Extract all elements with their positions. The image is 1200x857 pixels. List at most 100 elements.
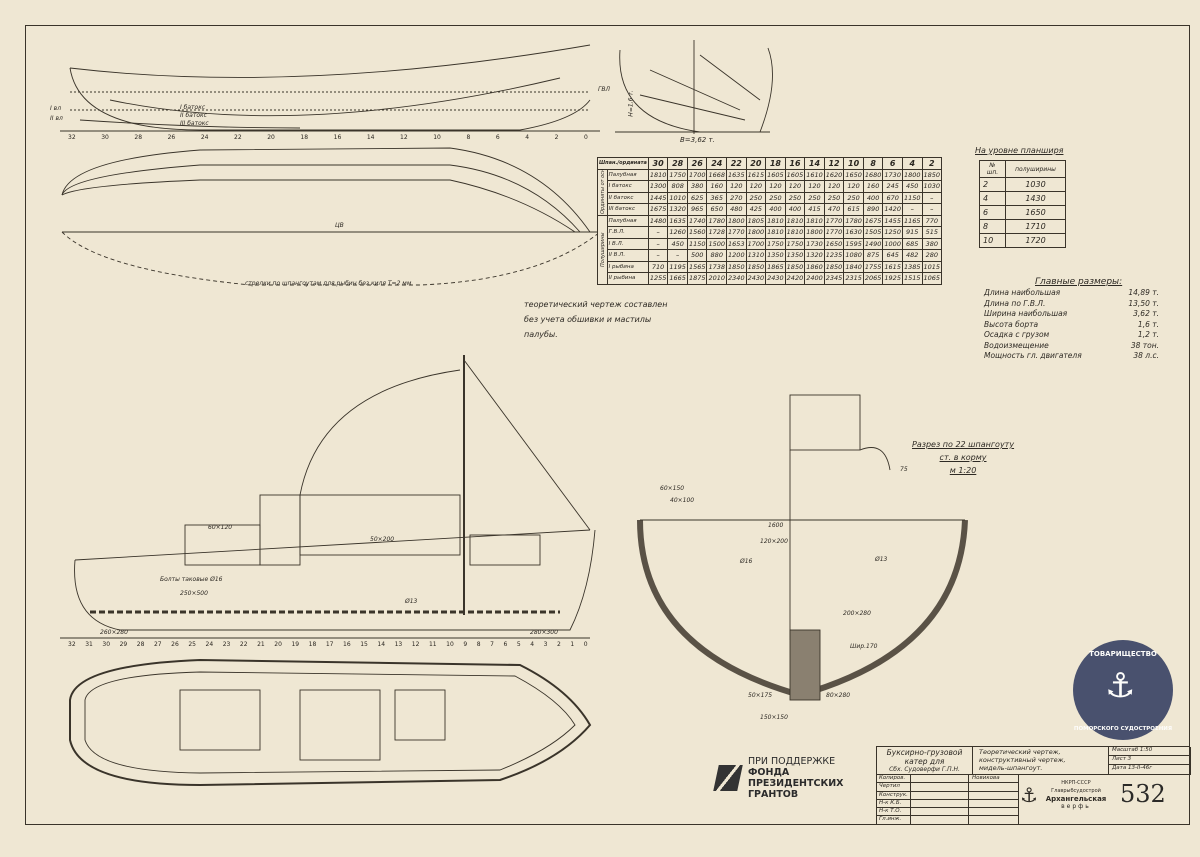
offset-cell: 400 — [784, 203, 806, 216]
signature-cell — [911, 783, 969, 792]
anchor-icon: ⚓ — [1105, 666, 1136, 706]
lines-label-gvl: ГВЛ — [598, 86, 610, 93]
sponsor-text: ФОНДА — [748, 767, 790, 778]
offset-cell: 1770 — [823, 226, 845, 239]
offset-cell: 2065 — [862, 272, 884, 285]
offset-cell: 1560 — [686, 226, 708, 239]
offset-cell: 1015 — [921, 260, 943, 273]
station-number: 32 — [68, 134, 76, 141]
planking-cell: 1720 — [1005, 233, 1066, 248]
section-title-line: ст. в корму — [939, 453, 987, 462]
station-number: 4 — [525, 134, 530, 141]
role-label: Чертил — [877, 783, 911, 792]
offset-cell: 1080 — [843, 249, 864, 262]
offset-cell: 425 — [745, 203, 767, 216]
lines-label-height: Н=1,6 т. — [627, 90, 635, 117]
section-label-f: Ø16 — [740, 558, 753, 565]
title-block: Буксирно-грузовой катер для Сбх. Судовер… — [876, 746, 1191, 825]
org-line: Архангельская — [1045, 795, 1107, 803]
offset-cell: 1620 — [823, 168, 845, 181]
offset-cell: 1300 — [647, 180, 669, 193]
offset-cell: 1165 — [901, 214, 923, 227]
vessel-name: Буксирно-грузовой катер для Сбх. Судовер… — [877, 747, 973, 775]
offset-cell: 120 — [726, 180, 747, 193]
planking-cell: 4 — [979, 191, 1006, 206]
dimension-label: Высота борта — [984, 319, 1039, 329]
offset-cell: 470 — [823, 203, 845, 216]
signature-row: Н-к Т.О. — [877, 808, 1019, 817]
org-logo: НКРП-СССР Главрыбсудострой Архангельская… — [1043, 779, 1109, 811]
offset-cell: 1310 — [745, 249, 767, 262]
offset-cell: 1810 — [784, 214, 806, 227]
station-number: 2 — [556, 641, 561, 648]
note-line: без учета обшивки и мастилы — [524, 315, 652, 324]
row-label: I рыбина — [606, 260, 649, 273]
station-number: 17 — [325, 641, 334, 648]
lines-label-breadth: В=3,62 т. — [680, 136, 715, 144]
signature-row: Конструк. — [877, 791, 1019, 800]
dimension-value: 3,62 т. — [1133, 309, 1159, 318]
station-number: 23 — [222, 641, 231, 648]
contents-line: Теоретический чертеж, — [979, 748, 1061, 756]
dimension-value: 13,50 т. — [1128, 298, 1159, 308]
offset-cell: 1730 — [804, 237, 825, 250]
body-plan — [615, 40, 773, 134]
group-label: Полуширины — [597, 215, 608, 284]
offset-cell: 2420 — [784, 272, 806, 285]
offset-cell: 1805 — [745, 214, 767, 227]
offset-cell: 1700 — [686, 168, 708, 181]
role-label: Н-к Т.О. — [877, 808, 911, 817]
offset-cell: 1615 — [882, 260, 903, 273]
sheet-number: 532 — [1120, 780, 1166, 808]
drawing-border — [25, 25, 1190, 825]
station-number: 10 — [433, 134, 441, 141]
stamp-text: ТОВАРИЩЕСТВО — [1089, 650, 1157, 658]
offset-cell: 250 — [843, 191, 864, 204]
offset-cell: 500 — [686, 249, 708, 262]
vessel-line: катер для — [904, 756, 945, 766]
offset-cell: 1810 — [765, 214, 786, 227]
offset-cell: – — [647, 249, 669, 262]
dimension-value: 1,2 т. — [1137, 330, 1159, 339]
offset-cell: 1605 — [765, 168, 786, 181]
offset-cell: 1850 — [823, 260, 845, 273]
station-number: 26 — [167, 134, 176, 141]
date: Дата 13-II-46г — [1109, 765, 1191, 775]
profile-label-e: 280×300 — [530, 629, 558, 636]
station-header: 16 — [784, 157, 806, 170]
offset-cell: 1865 — [765, 260, 786, 273]
section-label-i: 50×175 — [748, 692, 773, 699]
offset-cell: 1750 — [765, 237, 786, 250]
dimension-row: Длина по Г.В.Л.13,50 т. — [984, 299, 1159, 310]
station-header: 14 — [804, 157, 825, 170]
section-label-b: 40×100 — [670, 497, 695, 504]
section-label-k: 75 — [900, 466, 908, 473]
offset-cell: 515 — [921, 226, 943, 239]
station-number: 19 — [291, 641, 300, 648]
section-label-a: 60×150 — [660, 485, 685, 492]
offset-cell: 1500 — [706, 237, 728, 250]
dimension-value: 14,89 т. — [1128, 288, 1159, 297]
lines-label-b3: III батокс — [180, 120, 209, 127]
signature-cell — [911, 816, 969, 825]
offset-cell: 1650 — [823, 237, 845, 250]
offset-cell: 1780 — [706, 214, 728, 227]
offset-cell: 1635 — [726, 168, 747, 181]
org-line: Главрыбсудострой — [1051, 788, 1101, 794]
station-number: 30 — [101, 134, 109, 141]
sheer-plan — [60, 44, 600, 132]
station-number: 28 — [136, 641, 145, 648]
offset-cell: 1850 — [745, 260, 767, 273]
planking-cell: 6 — [979, 205, 1006, 220]
offset-cell: 2340 — [726, 272, 747, 285]
signature-row: Копиров.Новикова — [877, 775, 1019, 784]
station-number: 0 — [584, 134, 588, 141]
